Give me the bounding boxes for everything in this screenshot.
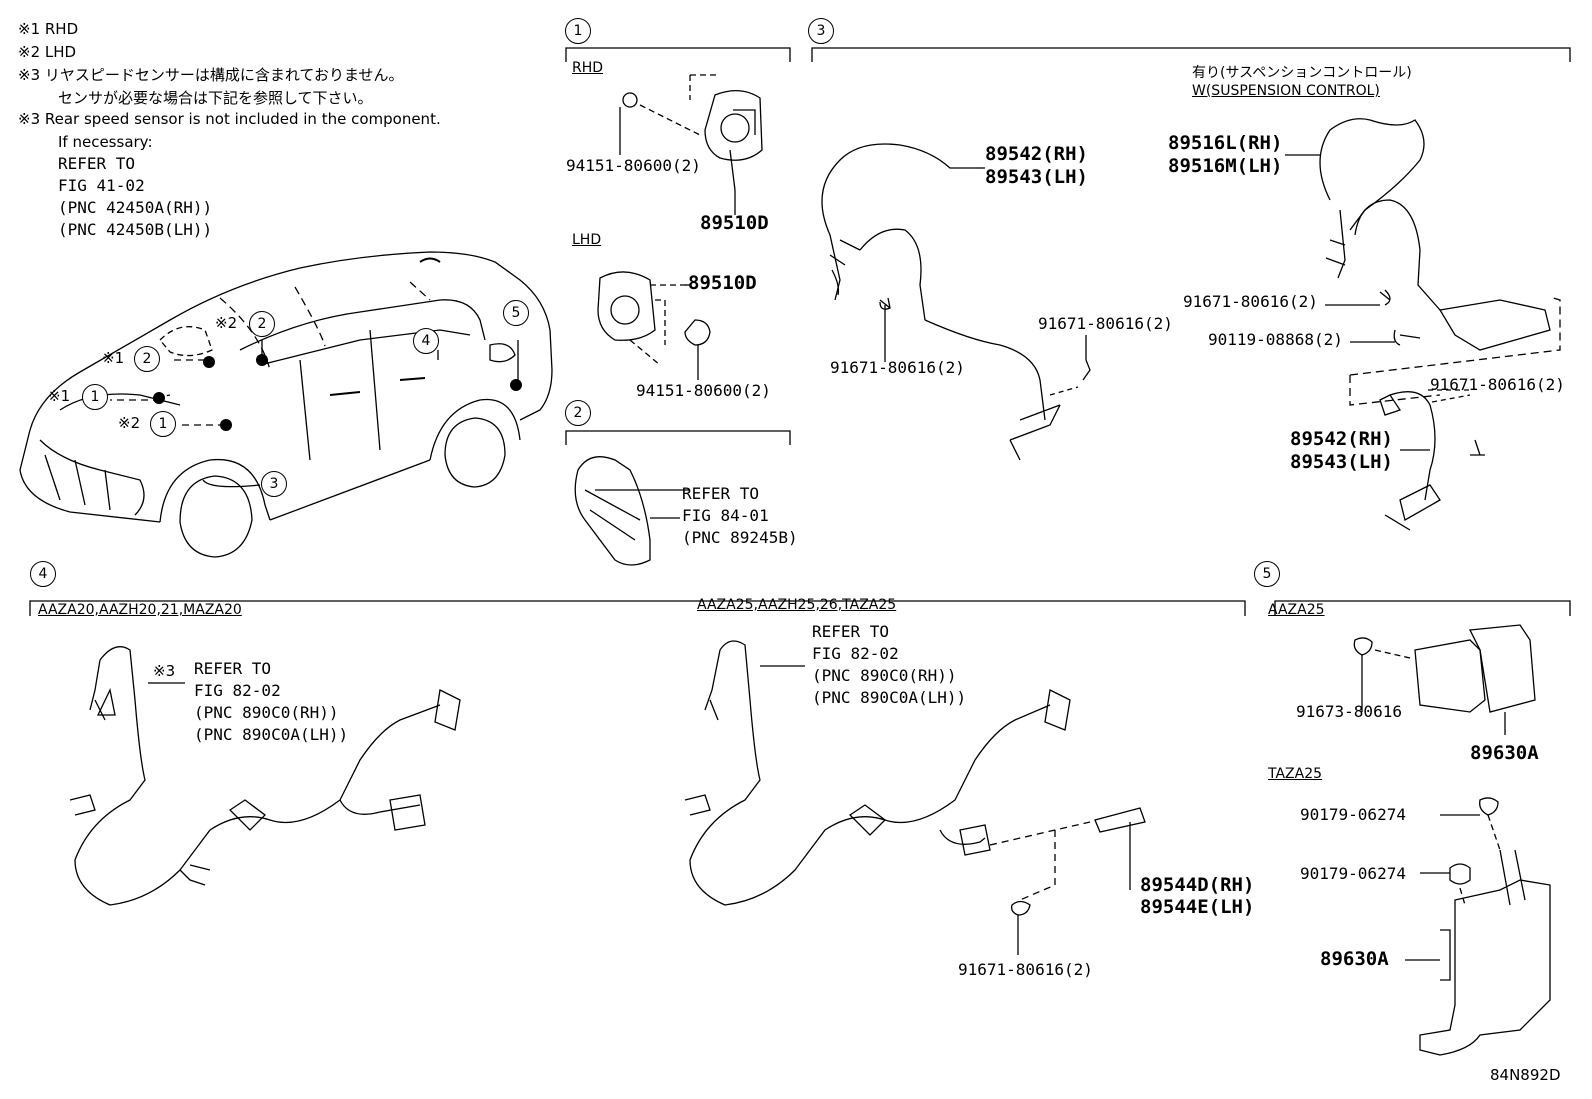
callout-circle-4[interactable]: 4 (413, 328, 439, 354)
harness-a-drawing (69, 646, 461, 906)
part-94151-80600-lhd: 94151-80600(2) (636, 381, 771, 400)
section3-number[interactable]: 3 (808, 18, 834, 44)
section4-ref-a-line3: (PNC 890C0(RH)) (194, 703, 339, 722)
section4-ref-b-line4: (PNC 890C0A(LH)) (812, 688, 967, 707)
part-90179-06274-upper: 90179-06274 (1300, 805, 1406, 824)
section1-bracket (565, 47, 791, 62)
callout-circle-2-rhd[interactable]: 2 (134, 346, 160, 372)
section4-bracket (29, 600, 1246, 616)
section2-bracket (565, 430, 791, 445)
section4-ref-b-line2: FIG 82-02 (812, 644, 899, 663)
note-lhd: ※2 LHD (18, 43, 77, 61)
callout-circle-1-rhd[interactable]: 1 (82, 384, 108, 410)
section2-drawing (574, 456, 680, 566)
section5-number[interactable]: 5 (1254, 561, 1280, 587)
suspension-label-en: W(SUSPENSION CONTROL) (1192, 83, 1380, 99)
section4-note-mark: ※3 (153, 662, 176, 680)
part-91673-80616: 91673-80616 (1296, 702, 1402, 721)
part-91671-80616-section4: 91671-80616(2) (958, 960, 1093, 979)
note-ref-line2: FIG 41-02 (58, 176, 145, 195)
part-91671-80616-lower-right: 91671-80616(2) (1430, 375, 1565, 394)
section2-ref-line1: REFER TO (682, 484, 760, 503)
sensor-rhd-drawing (619, 74, 763, 205)
note-jp-line2: センサが必要な場合は下記を参照して下さい。 (58, 89, 373, 107)
section4-ref-a-line2: FIG 82-02 (194, 681, 281, 700)
part-89543-lh: 89543(LH) (985, 166, 1088, 188)
part-89542-rh-lower: 89542(RH) (1290, 428, 1393, 450)
part-89544e-lh: 89544E(LH) (1140, 896, 1255, 918)
ecu-taza25-drawing (1419, 797, 1551, 1056)
part-89510d-lhd: 89510D (688, 272, 757, 294)
figure-id: 84N892D (1490, 1066, 1561, 1084)
section3-wire-left (821, 143, 1091, 461)
section3-wire-right (1319, 118, 1561, 531)
section3-bracket (811, 47, 1571, 62)
section2-ref-line3: (PNC 89245B) (682, 528, 798, 547)
section4-ref-a-line4: (PNC 890C0A(LH)) (194, 725, 349, 744)
callout-mark-lhd-1: ※2 (118, 414, 141, 432)
part-94151-80600-rhd: 94151-80600(2) (566, 156, 701, 175)
note-ref-line4: (PNC 42450B(LH)) (58, 220, 213, 239)
note-jp-line1: ※3 リヤスピードセンサーは構成に含まれておりません。 (18, 66, 404, 84)
part-89630a-taza25: 89630A (1320, 948, 1389, 970)
section1-number[interactable]: 1 (565, 18, 591, 44)
section4-variant-b: AAZA25,AAZH25,26,TAZA25 (697, 597, 897, 613)
section1-lhd-label: LHD (572, 232, 602, 248)
note-en-line1: ※3 Rear speed sensor is not included in … (18, 110, 441, 128)
section4-number[interactable]: 4 (30, 561, 56, 587)
section1-rhd-label: RHD (572, 60, 604, 76)
callout-circle-2-lhd[interactable]: 2 (249, 311, 275, 337)
leader-lines (160, 125, 1480, 961)
callout-circle-1-lhd[interactable]: 1 (150, 411, 176, 437)
section5-aaza25-label: AAZA25 (1268, 602, 1325, 618)
part-90179-06274-lower: 90179-06274 (1300, 864, 1406, 883)
section4-ref-a-line1: REFER TO (194, 659, 272, 678)
part-89510d-rhd: 89510D (700, 212, 769, 234)
part-89544d-rh: 89544D(RH) (1140, 874, 1255, 896)
section5-bracket (1274, 600, 1571, 616)
suspension-label-jp: 有り(サスペンションコントロール) (1192, 65, 1412, 81)
part-91671-80616-mid: 91671-80616(2) (1038, 314, 1173, 333)
harness-b-drawing (684, 640, 1146, 955)
part-89543-lh-lower: 89543(LH) (1290, 451, 1393, 473)
section2-ref-line2: FIG 84-01 (682, 506, 769, 525)
section4-ref-b-line1: REFER TO (812, 622, 890, 641)
note-ref-line1: REFER TO (58, 154, 136, 173)
section2-number[interactable]: 2 (565, 400, 591, 426)
part-89630a-aaza25: 89630A (1470, 742, 1539, 764)
part-91671-80616-left: 91671-80616(2) (830, 358, 965, 377)
ecu-aaza25-drawing (1353, 624, 1536, 735)
note-en-line2: If necessary: (58, 133, 153, 151)
part-89516l-rh: 89516L(RH) (1168, 132, 1283, 154)
part-89516m-lh: 89516M(LH) (1168, 155, 1283, 177)
section4-ref-b-line3: (PNC 890C0(RH)) (812, 666, 957, 685)
section5-taza25-label: TAZA25 (1268, 766, 1323, 782)
part-91671-80616-upper-right: 91671-80616(2) (1183, 292, 1318, 311)
callout-circle-3[interactable]: 3 (261, 471, 287, 497)
callout-circle-5[interactable]: 5 (503, 300, 529, 326)
note-ref-line3: (PNC 42450A(RH)) (58, 198, 213, 217)
note-rhd: ※1 RHD (18, 20, 79, 38)
callout-mark-lhd: ※2 (215, 314, 238, 332)
section4-variant-a: AAZA20,AAZH20,21,MAZA20 (38, 602, 242, 618)
sensor-lhd-drawing (597, 271, 711, 368)
callout-mark-rhd: ※1 (102, 349, 125, 367)
part-90119-08868: 90119-08868(2) (1208, 330, 1343, 349)
callout-mark-rhd-1: ※1 (48, 387, 71, 405)
part-89542-rh: 89542(RH) (985, 143, 1088, 165)
vehicle-illustration (19, 251, 553, 558)
